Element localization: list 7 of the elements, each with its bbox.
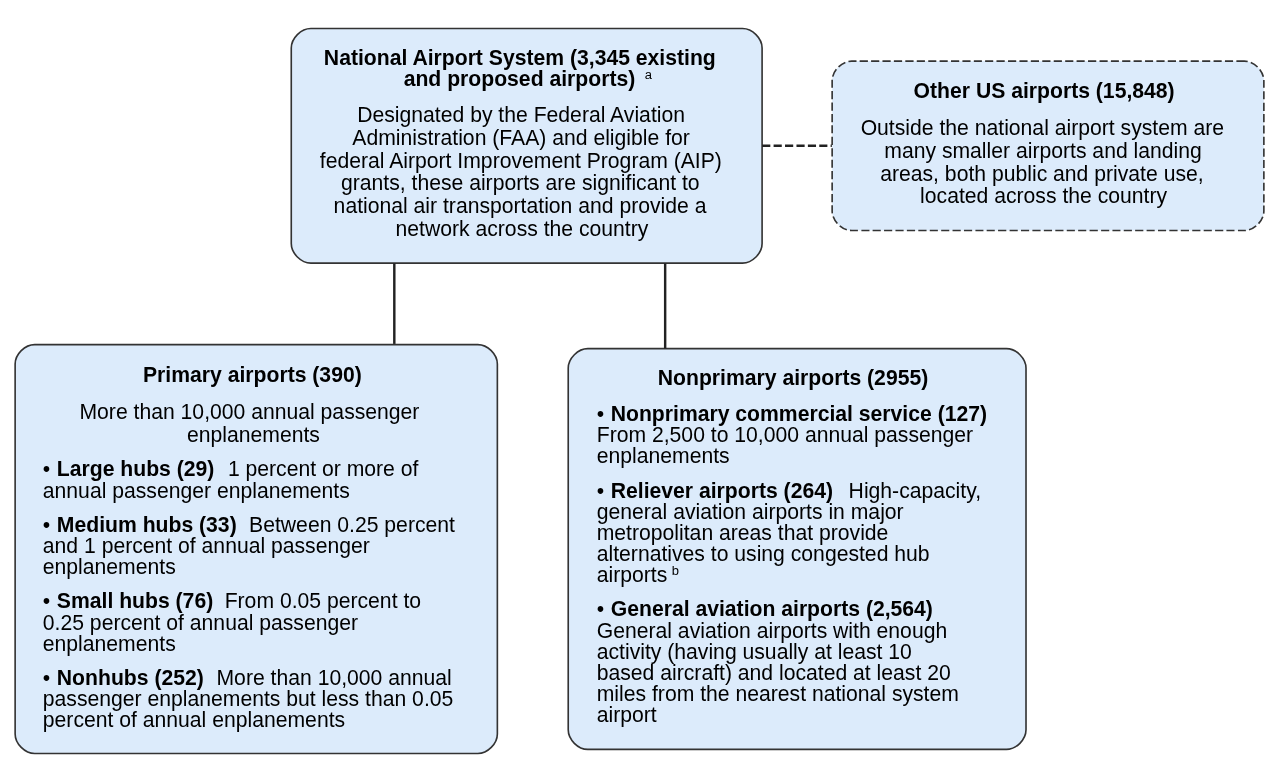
connector: [663, 263, 667, 349]
node-box: Nonprimary airports (2955) • Nonprimary commercial service (127) From 2,500 to 10,000 annual passenger enplanements • Reliever airports (264) High-capacity, general aviation airports in major metropolitan areas that provide alternatives to using congested hub airports$^{b}$ • General aviation airports (2,564) General aviation airports with enough activity (having usually at least 10 based aircraft) and located at least 20 miles from the nearest national system airport: [567, 347, 1027, 751]
connector: [393, 263, 396, 344]
connector: [762, 144, 832, 148]
node-box: Other US airports (15,848) Outside the national airport system are many smaller airports and landing areas, both public and private use, located across the country: [831, 60, 1265, 232]
node-box: National Airport System (3,345 existing and proposed airports)$^{a}$ Designated by the Federal Aviation Administration (FAA) and eligible for federal Airport Improvement Program (AIP) grants, these airports are significant to national air transportation and provide a network across the country: [290, 27, 763, 264]
node-box: Primary airports (390) More than 10,000 annual passenger enplanements • Large hubs (29) 1 percent or more of annual passenger enplanements • Medium hubs (33) Between 0.25 percent and 1 percent of annual passenger enplanements • Small hubs (76) From 0.05 percent to 0.25 percent of annual passenger enplanements • Nonhubs (252) More than 10,000 annual passenger enplanements but less than 0.05 percent of annual enplanements: [14, 343, 499, 755]
